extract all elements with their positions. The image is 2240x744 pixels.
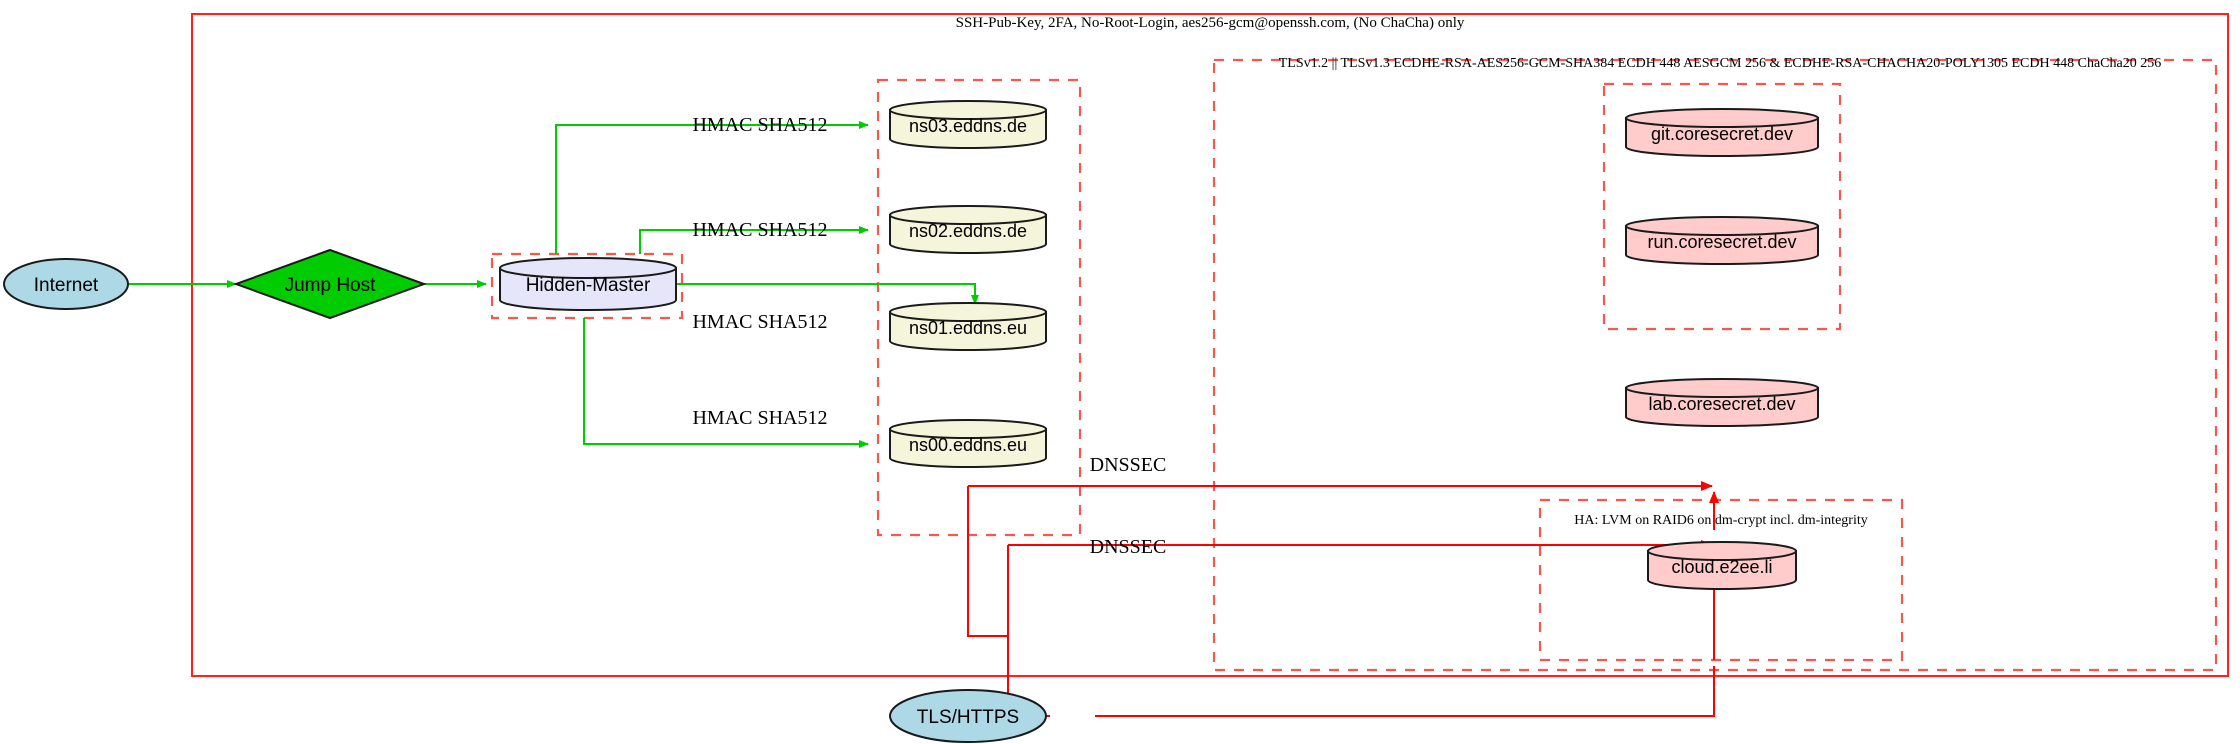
node-cloud-e2ee-label: cloud.e2ee.li xyxy=(1671,557,1772,577)
edge-label-hmac-2: HMAC SHA512 xyxy=(692,219,827,241)
edge-dnssec-upper-stem xyxy=(967,486,1008,637)
edge-label-hmac-4: HMAC SHA512 xyxy=(692,407,827,429)
node-ns01-label: ns01.eddns.eu xyxy=(909,318,1027,338)
node-ns02-label: ns02.eddns.de xyxy=(909,221,1027,241)
edge-label-hmac-1: HMAC SHA512 xyxy=(692,114,827,136)
node-ns00[interactable]: ns00.eddns.eu xyxy=(889,419,1047,468)
node-tls-https-label: TLS/HTTPS xyxy=(917,707,1019,728)
node-ns02[interactable]: ns02.eddns.de xyxy=(889,205,1047,254)
node-ns03[interactable]: ns03.eddns.de xyxy=(889,100,1047,149)
node-run-coresecret[interactable]: run.coresecret.dev xyxy=(1625,216,1819,265)
edge-hm-to-ns02 xyxy=(639,226,869,254)
edge-label-dnssec-2: DNSSEC xyxy=(1090,536,1167,558)
edge-hm-to-ns03 xyxy=(555,121,869,254)
cluster-label-tls: TLSv1.2 || TLSv1.3 ECDHE-RSA-AES256-GCM-… xyxy=(1279,56,2161,71)
cluster-label-ssh: SSH-Pub-Key, 2FA, No-Root-Login, aes256-… xyxy=(956,15,1465,31)
edge-hm-to-ns01 xyxy=(676,283,979,305)
node-internet[interactable]: Internet xyxy=(3,258,129,310)
node-run-coresecret-label: run.coresecret.dev xyxy=(1647,232,1796,252)
node-jump-host-label: Jump Host xyxy=(285,275,377,296)
cluster-ha xyxy=(1538,498,1904,662)
edge-label-dnssec-1: DNSSEC xyxy=(1090,454,1167,476)
node-lab-coresecret[interactable]: lab.coresecret.dev xyxy=(1625,378,1819,427)
node-ns01[interactable]: ns01.eddns.eu xyxy=(889,302,1047,351)
cluster-dns-servers xyxy=(876,78,1082,537)
edge-tls-right xyxy=(1095,666,1715,717)
edge-label-hmac-3: HMAC SHA512 xyxy=(692,311,827,333)
node-hidden-master[interactable]: Hidden-Master xyxy=(499,257,677,311)
node-ns00-label: ns00.eddns.eu xyxy=(909,435,1027,455)
node-lab-coresecret-label: lab.coresecret.dev xyxy=(1648,394,1795,414)
cluster-ssh-outer xyxy=(191,13,2229,677)
cluster-label-ha: HA: LVM on RAID6 on dm-crypt incl. dm-in… xyxy=(1574,513,1867,528)
node-git-coresecret-label: git.coresecret.dev xyxy=(1651,124,1793,144)
node-tls-https[interactable]: TLS/HTTPS xyxy=(889,689,1047,743)
edge-hm-to-ns00 xyxy=(583,318,869,448)
node-jump-host[interactable]: Jump Host xyxy=(233,248,427,320)
cluster-coresecret xyxy=(1602,82,1842,331)
cluster-hidden-master xyxy=(490,252,684,320)
node-internet-label: Internet xyxy=(34,275,99,296)
node-git-coresecret[interactable]: git.coresecret.dev xyxy=(1625,108,1819,157)
node-ns03-label: ns03.eddns.de xyxy=(909,116,1027,136)
node-cloud-e2ee[interactable]: cloud.e2ee.li xyxy=(1647,541,1797,590)
node-hidden-master-label: Hidden-Master xyxy=(526,275,651,296)
